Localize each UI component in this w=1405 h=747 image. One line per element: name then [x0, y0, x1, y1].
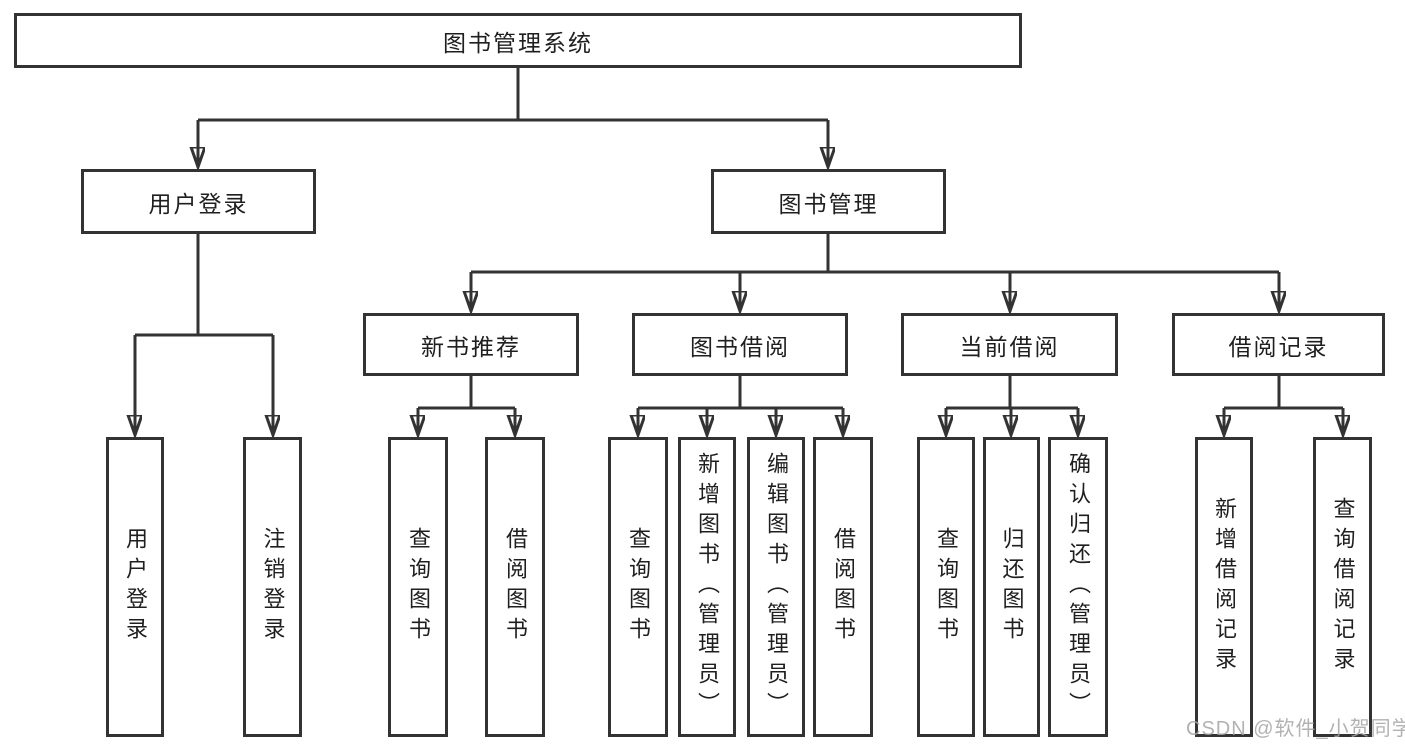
node-new-book-recommend: 新书推荐 [363, 313, 579, 376]
leaf-current-return-books: 归还图书 [983, 437, 1040, 737]
leaf-records-query-record: 查询借阅记录 [1313, 437, 1372, 737]
leaf-borrow-borrow-books: 借阅图书 [813, 437, 873, 737]
leaf-borrow-add-books-admin: 新增图书（管理员） [678, 437, 736, 737]
leaf-logout: 注销登录 [243, 437, 302, 737]
leaf-records-add-record: 新增借阅记录 [1195, 437, 1253, 737]
leaf-current-confirm-return-admin: 确认归还（管理员） [1048, 437, 1108, 737]
leaf-borrow-query-books: 查询图书 [608, 437, 668, 737]
node-book-management: 图书管理 [711, 169, 946, 234]
leaf-current-query-books: 查询图书 [917, 437, 975, 737]
node-book-borrow: 图书借阅 [632, 313, 848, 376]
leaf-newbooks-borrow-books: 借阅图书 [485, 437, 545, 737]
csdn-watermark: CSDN @软件_小贺同学 [1186, 718, 1405, 740]
leaf-user-login: 用户登录 [106, 437, 164, 737]
node-root: 图书管理系统 [14, 13, 1022, 68]
node-current-borrow: 当前借阅 [901, 313, 1118, 376]
node-borrow-records: 借阅记录 [1172, 313, 1385, 376]
leaf-borrow-edit-books-admin: 编辑图书（管理员） [747, 437, 805, 737]
node-user-login: 用户登录 [81, 169, 316, 234]
leaf-newbooks-query-books: 查询图书 [388, 437, 448, 737]
